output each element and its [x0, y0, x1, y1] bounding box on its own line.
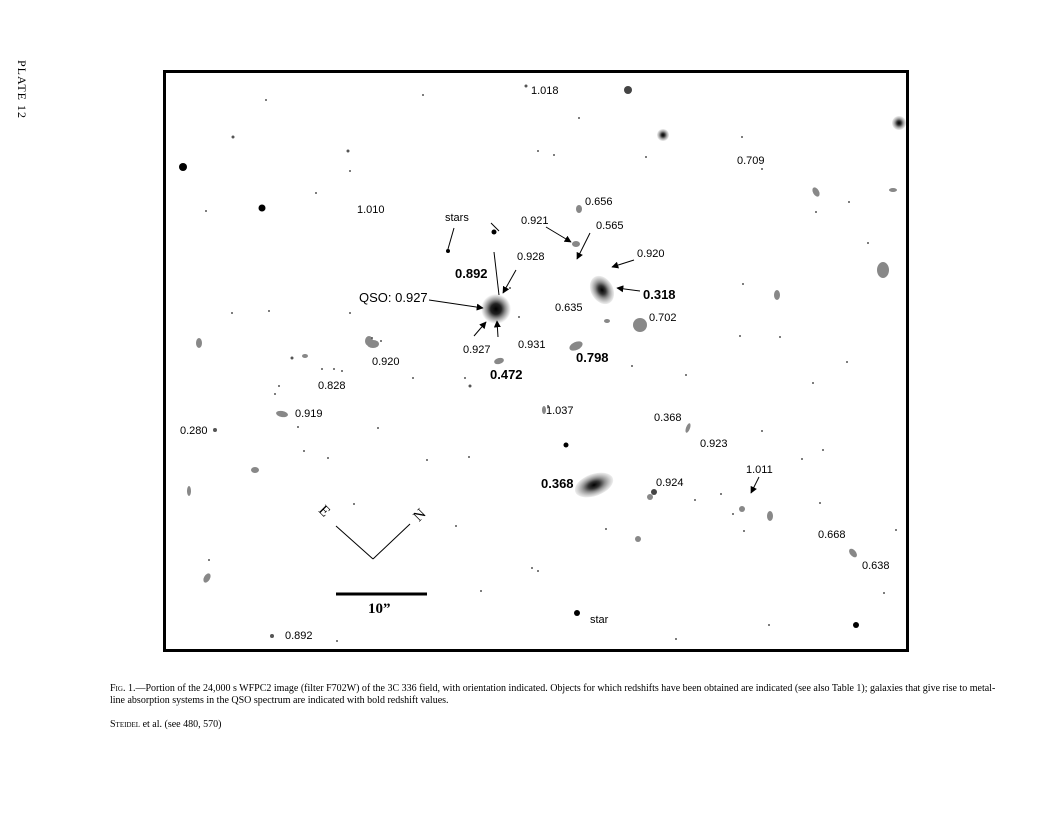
source-star	[179, 163, 187, 171]
redshift-label: 0.927	[463, 344, 491, 356]
redshift-label: 0.368	[654, 412, 682, 424]
caption-text: —Portion of the 24,000 s WFPC2 image (fi…	[110, 683, 996, 706]
source-galaxy	[589, 275, 615, 305]
source-galaxy	[187, 486, 191, 496]
hst-image-figure: 1.018 0.709 1.010 stars 0.656 0.921 0.56…	[163, 70, 909, 652]
source-galaxy	[633, 318, 647, 332]
source-galaxy	[604, 319, 610, 323]
redshift-label: 0.920	[372, 356, 400, 368]
source-galaxy	[203, 573, 211, 583]
source-star	[651, 489, 657, 495]
redshift-label: 0.702	[649, 312, 677, 324]
source-galaxy	[647, 494, 653, 500]
redshift-label: 1.010	[357, 204, 385, 216]
redshift-label: 0.919	[295, 408, 323, 420]
source-star	[446, 249, 450, 253]
compass-east: E	[315, 503, 333, 521]
source-galaxy	[635, 536, 641, 542]
redshift-label: 0.923	[700, 438, 728, 450]
source-qso	[481, 294, 511, 324]
redshift-label-absorber: 0.798	[576, 350, 609, 365]
caption-figure-label: Fig. 1.	[110, 683, 136, 694]
redshift-label: 0.668	[818, 529, 846, 541]
redshift-label-absorber: 0.892	[455, 266, 488, 281]
source-star	[853, 622, 859, 628]
qso-label: QSO: 0.927	[359, 290, 428, 305]
source-galaxy	[196, 338, 202, 348]
redshift-label: 1.011	[746, 464, 773, 476]
source-galaxy	[812, 187, 820, 197]
source-galaxy	[849, 548, 857, 558]
redshift-labels: 1.018 0.709 1.010 stars 0.656 0.921 0.56…	[180, 85, 890, 642]
credit-line: Steidel et al. (see 480, 570)	[110, 719, 221, 730]
source-star	[574, 610, 580, 616]
source-star	[892, 116, 906, 130]
source-galaxy	[542, 406, 546, 414]
source-star	[258, 204, 266, 212]
source-galaxy	[889, 188, 897, 192]
sources	[179, 84, 906, 642]
redshift-label: 0.280	[180, 425, 208, 437]
redshift-label: 0.565	[596, 220, 624, 232]
redshift-label: 0.924	[656, 477, 684, 489]
source-galaxy	[494, 357, 504, 365]
scale-bar-label: 10”	[368, 601, 391, 617]
source-galaxy	[302, 354, 308, 358]
source-galaxy	[877, 262, 889, 278]
source-galaxy	[572, 241, 580, 247]
stars-label: stars	[445, 212, 469, 224]
orientation-compass: E N	[315, 503, 430, 560]
redshift-label: 0.656	[585, 196, 613, 208]
scale-bar: 10”	[336, 592, 427, 617]
redshift-label-absorber: 0.472	[490, 367, 523, 382]
source-galaxy	[251, 467, 259, 473]
redshift-label: 0.931	[518, 339, 546, 351]
redshift-label: 1.018	[531, 85, 559, 97]
source-star	[491, 229, 497, 235]
credit-reference: et al. (see 480, 570)	[140, 719, 222, 730]
plate-label: PLATE 12	[15, 60, 29, 119]
redshift-label: 0.709	[737, 155, 765, 167]
redshift-label: 1.037	[546, 405, 574, 417]
pointer-arrows	[428, 222, 760, 494]
redshift-label-absorber: 0.318	[643, 287, 676, 302]
redshift-label: 0.920	[637, 248, 665, 260]
source-galaxy	[767, 511, 773, 521]
redshift-label: 0.928	[517, 251, 545, 263]
figure-caption: Fig. 1.—Portion of the 24,000 s WFPC2 im…	[110, 683, 1010, 707]
source-galaxy	[685, 423, 691, 433]
redshift-label: 0.635	[555, 302, 583, 314]
source-galaxy	[774, 290, 780, 300]
source-galaxy	[276, 410, 288, 418]
source-star	[657, 129, 669, 141]
credit-authors: Steidel	[110, 719, 141, 730]
source-galaxy	[739, 506, 745, 512]
redshift-label-absorber: 0.368	[541, 476, 574, 491]
star-label: star	[590, 614, 609, 626]
source-galaxy	[576, 205, 582, 213]
source-galaxy	[574, 472, 614, 498]
field-image: 1.018 0.709 1.010 stars 0.656 0.921 0.56…	[179, 84, 906, 642]
redshift-label: 0.638	[862, 560, 890, 572]
source-star	[624, 86, 632, 94]
redshift-label: 0.921	[521, 215, 549, 227]
source-galaxy	[569, 341, 583, 351]
redshift-label: 0.892	[285, 630, 313, 642]
source-star	[563, 442, 569, 448]
compass-north: N	[411, 506, 430, 525]
redshift-label: 0.828	[318, 380, 346, 392]
source-galaxy	[365, 336, 373, 346]
